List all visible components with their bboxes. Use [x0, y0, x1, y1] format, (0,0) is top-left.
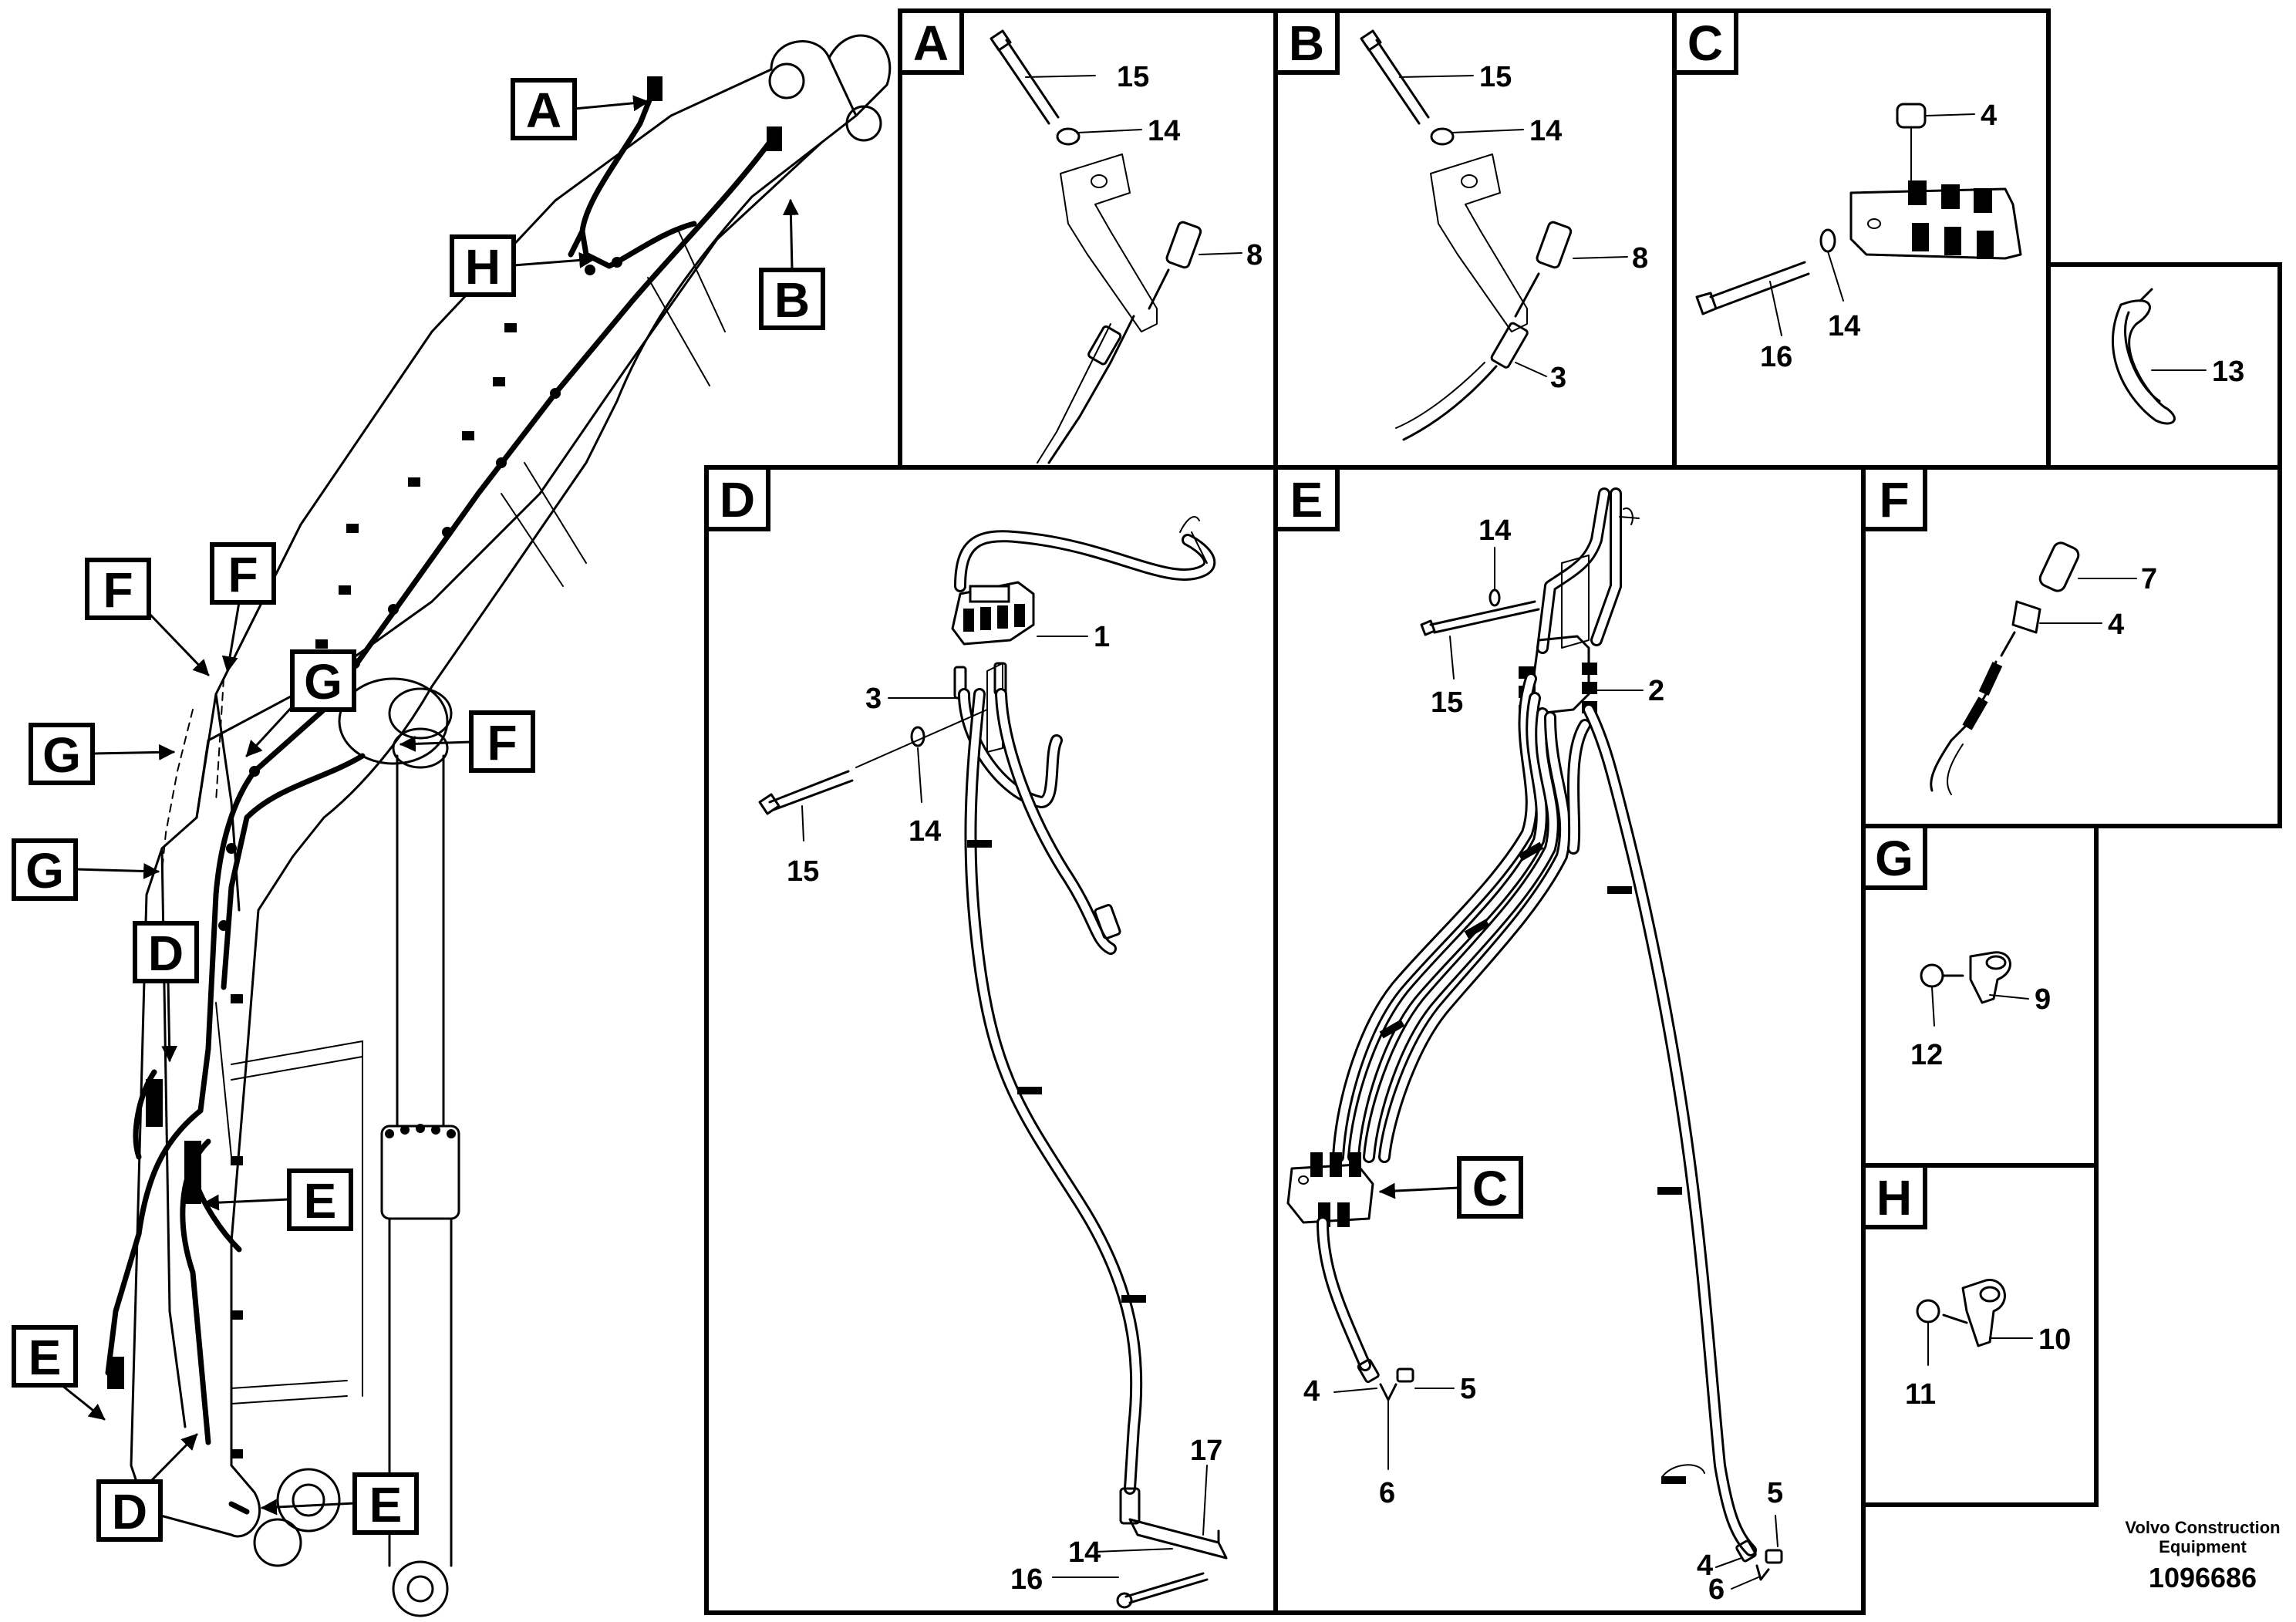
- callout-box-g-1: [290, 649, 356, 712]
- footer-brand-line2: Equipment: [2159, 1537, 2247, 1556]
- panel-c-title: C: [1687, 15, 1723, 71]
- panel-f-label-4: 4: [2108, 609, 2124, 641]
- panel-e-label-4b: 4: [1697, 1549, 1713, 1582]
- panel-a-title: A: [913, 15, 949, 71]
- panel-b-label-15: 15: [1479, 61, 1512, 93]
- panel-g-label-9: 9: [2035, 983, 2051, 1016]
- panel-e-label-15: 15: [1431, 686, 1463, 719]
- panel-e-label-2: 2: [1648, 675, 1664, 707]
- panel-c-label-14: 14: [1828, 310, 1860, 342]
- callout-letter-e-2: E: [29, 1330, 62, 1385]
- callout-box-a: [511, 78, 577, 140]
- callout-box-e-2: [12, 1325, 78, 1388]
- panel-c-label-4: 4: [1981, 99, 1997, 132]
- panel-a-label-15: 15: [1117, 61, 1149, 93]
- detail-panel-b: B 15 14 8 3: [1273, 8, 1677, 470]
- callout-letter-g-3: G: [25, 843, 64, 899]
- panel-e-callout-c: C: [1472, 1161, 1508, 1216]
- footer: Volvo Construction Equipment 1096686: [2125, 1518, 2280, 1593]
- panel-b-label-14: 14: [1529, 115, 1562, 147]
- callout-box-d-2: [96, 1479, 163, 1542]
- callout-letter-g-2: G: [42, 727, 81, 783]
- panel-b-label-8: 8: [1632, 242, 1648, 275]
- panel-d-label-15: 15: [787, 855, 819, 888]
- callout-box-f-3: [469, 710, 535, 773]
- detail-panel-g: G 9 12: [1861, 824, 2099, 1168]
- panel-e-label-6: 6: [1379, 1477, 1395, 1509]
- callout-letter-b: B: [774, 272, 810, 328]
- panel-e-title: E: [1290, 472, 1323, 528]
- panel-h-label-10: 10: [2038, 1324, 2071, 1356]
- detail-panel-clamp: 13: [2046, 262, 2282, 470]
- panel-f-label-7: 7: [2141, 563, 2157, 595]
- callout-letter-d-1: D: [148, 926, 184, 981]
- callout-letter-d-2: D: [112, 1484, 147, 1539]
- callout-box-h: [450, 234, 516, 297]
- panel-h-label-11: 11: [1905, 1378, 1936, 1411]
- panel-a-label-8: 8: [1246, 239, 1263, 271]
- panel-d-label-16: 16: [1010, 1563, 1043, 1596]
- panel-f-title: F: [1879, 472, 1909, 528]
- callout-letter-h: H: [465, 239, 501, 295]
- panel-clamp-label-13: 13: [2212, 356, 2244, 388]
- detail-panel-d: D: [704, 465, 1278, 1615]
- callout-box-g-3: [12, 838, 78, 901]
- detail-panel-e: E: [1273, 465, 1866, 1615]
- detail-panel-h: H 10 11: [1861, 1163, 2099, 1507]
- panel-b-title: B: [1289, 15, 1324, 71]
- callout-letter-f-3: F: [487, 715, 517, 771]
- detail-panel-f: F 7 4: [1861, 465, 2282, 828]
- panel-d-label-14b: 14: [1068, 1536, 1101, 1569]
- panel-a-label-14: 14: [1148, 115, 1180, 147]
- footer-brand-line1: Volvo Construction: [2125, 1518, 2280, 1537]
- panel-d-title: D: [720, 472, 755, 528]
- panel-e-label-5b: 5: [1767, 1477, 1783, 1509]
- callout-box-e-1: [287, 1168, 353, 1231]
- panel-g-title: G: [1875, 831, 1913, 886]
- callout-letter-e-3: E: [369, 1477, 403, 1533]
- panel-g-label-12: 12: [1910, 1039, 1943, 1071]
- panel-d-label-17: 17: [1190, 1435, 1222, 1467]
- panel-e-label-5: 5: [1460, 1373, 1476, 1405]
- callout-letter-e-1: E: [304, 1173, 337, 1229]
- overview-callouts: A B H F F F G G G D: [12, 78, 825, 1542]
- panel-e-label-4: 4: [1303, 1375, 1320, 1408]
- panel-d-label-1: 1: [1094, 621, 1110, 653]
- panel-d-label-3: 3: [865, 683, 882, 715]
- callout-box-f-2: [210, 542, 276, 605]
- callout-letter-f-2: F: [228, 547, 258, 602]
- callout-letter-g-1: G: [304, 654, 342, 710]
- panel-e-label-14: 14: [1478, 514, 1511, 547]
- boom-overview: [105, 34, 892, 1617]
- callout-box-d-1: [133, 921, 199, 983]
- panel-b-label-3: 3: [1550, 362, 1566, 394]
- detail-panel-c: C 4 16 14: [1672, 8, 2051, 470]
- callout-letter-a: A: [526, 83, 561, 138]
- panel-e-label-6b: 6: [1708, 1573, 1725, 1606]
- callout-box-f-1: [85, 558, 151, 620]
- panel-c-label-16: 16: [1760, 341, 1792, 373]
- panel-h-title: H: [1876, 1170, 1912, 1226]
- footer-drawing-number: 1096686: [2149, 1562, 2257, 1593]
- panel-d-label-14: 14: [909, 815, 941, 848]
- detail-panel-a: A 15 14 8: [898, 8, 1278, 470]
- callout-letter-f-1: F: [103, 562, 133, 618]
